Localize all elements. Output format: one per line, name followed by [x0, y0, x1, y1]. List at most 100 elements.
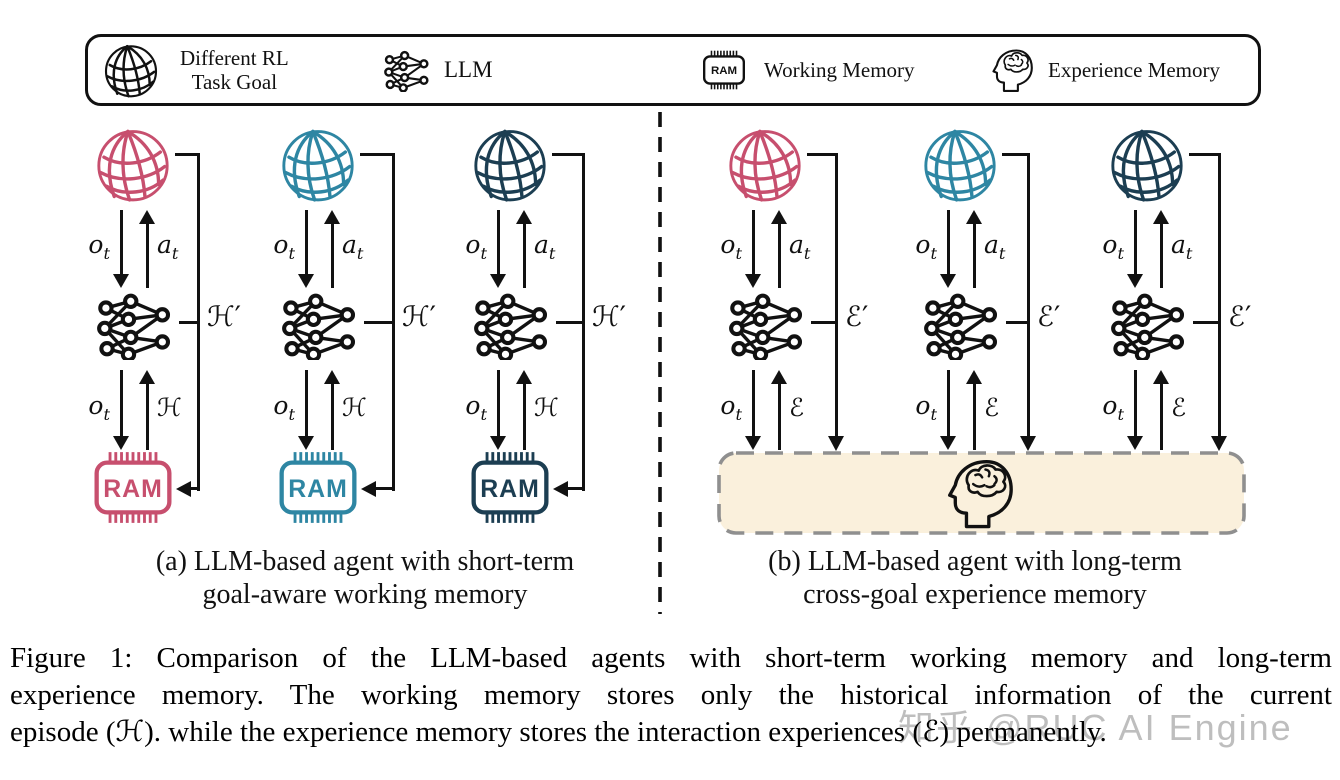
down-arrow	[1127, 210, 1143, 288]
legend-item-task-goal: Different RL Task Goal	[100, 37, 289, 103]
loop-tick	[179, 321, 197, 324]
obs-label: ot	[1102, 229, 1124, 263]
svg-text:RAM: RAM	[711, 65, 737, 77]
loop-tick	[1193, 321, 1218, 324]
loop-line	[566, 487, 585, 490]
loop-arrowhead	[828, 436, 844, 451]
agent-column-b3: ot at ot ℰ	[1072, 118, 1222, 528]
legend-box: Different RL Task Goal LLM RAM Working M…	[85, 34, 1261, 106]
loop-arrowhead	[176, 481, 191, 497]
action-label: at	[534, 229, 556, 263]
loop-arrowhead	[1020, 436, 1036, 451]
obs-label: ot	[88, 390, 110, 424]
loop-tick	[811, 321, 835, 324]
llm-icon	[276, 290, 360, 360]
experience-prime-label: ℰ′	[845, 300, 869, 333]
rl-task-goal-icon	[282, 129, 354, 202]
llm-icon	[468, 290, 552, 360]
agent-column-a1: ot at ot ℋ RAM	[58, 118, 208, 528]
env-agent-arrows: ot at	[690, 210, 840, 288]
up-arrow	[516, 210, 532, 288]
llm-icon	[91, 290, 175, 360]
legend-label-working-memory: Working Memory	[764, 58, 915, 82]
down-arrow	[490, 210, 506, 288]
loop-line	[1218, 153, 1221, 437]
obs-label: ot	[915, 390, 937, 424]
legend-label-experience-memory: Experience Memory	[1048, 58, 1221, 82]
panel-a-caption-line2: goal-aware working memory	[202, 579, 528, 610]
figure-caption-line1: Figure 1: Comparison of the LLM-based ag…	[10, 642, 1332, 674]
up-arrow	[139, 370, 155, 450]
up-arrow	[324, 210, 340, 288]
experience-label: ℰ	[984, 393, 1000, 423]
legend-item-llm: LLM	[382, 37, 493, 103]
loop-tick	[556, 321, 582, 324]
svg-text:RAM: RAM	[103, 475, 162, 503]
up-arrow	[1153, 370, 1169, 450]
loop-line	[360, 153, 395, 156]
loop-arrowhead	[553, 481, 568, 497]
experience-label: ℰ	[789, 393, 805, 423]
history-prime-label: ℋ′	[207, 300, 242, 333]
loop-line	[189, 487, 200, 490]
history-prime-label: ℋ′	[402, 300, 437, 333]
panel-b-caption-line1: (b) LLM-based agent with long-term	[768, 546, 1182, 577]
loop-line	[175, 153, 200, 156]
obs-label: ot	[88, 229, 110, 263]
agent-memory-arrows: ot ℰ	[690, 370, 840, 450]
figure-caption-line2: experience memory. The working memory st…	[10, 679, 1332, 711]
down-arrow	[298, 370, 314, 450]
working-memory-icon: RAM	[466, 452, 554, 523]
panel-divider-dashed-line	[658, 112, 662, 614]
env-agent-arrows: ot at	[1072, 210, 1222, 288]
up-arrow	[966, 210, 982, 288]
obs-label: ot	[915, 229, 937, 263]
ram-chip-icon: RAM	[702, 50, 746, 90]
env-agent-arrows: ot at	[243, 210, 393, 288]
experience-prime-label: ℰ′	[1228, 300, 1252, 333]
globe-icon	[104, 45, 158, 98]
agent-memory-arrows: ot ℰ	[885, 370, 1035, 450]
agent-memory-arrows: ot ℋ	[243, 370, 393, 450]
obs-label: ot	[1102, 390, 1124, 424]
history-prime-label: ℋ′	[592, 300, 627, 333]
agent-memory-arrows: ot ℰ	[1072, 370, 1222, 450]
down-arrow	[745, 370, 761, 450]
env-agent-arrows: ot at	[885, 210, 1035, 288]
loop-line	[1027, 153, 1030, 437]
agent-column-b1: ot at ot ℰ	[690, 118, 840, 528]
loop-tick	[1006, 321, 1027, 324]
loop-arrowhead	[1211, 436, 1227, 451]
env-agent-arrows: ot at	[435, 210, 585, 288]
loop-line	[1189, 153, 1221, 156]
obs-label: ot	[720, 229, 742, 263]
up-arrow	[1153, 210, 1169, 288]
down-arrow	[490, 370, 506, 450]
down-arrow	[940, 210, 956, 288]
action-label: at	[789, 229, 811, 263]
panel-b-caption: (b) LLM-based agent with long-term cross…	[655, 545, 1295, 611]
rl-task-goal-icon	[1111, 129, 1183, 202]
rl-task-goal-icon	[97, 129, 169, 202]
up-arrow	[324, 370, 340, 450]
action-label: at	[984, 229, 1006, 263]
loop-line	[197, 153, 200, 491]
down-arrow	[298, 210, 314, 288]
up-arrow	[139, 210, 155, 288]
action-label: at	[1171, 229, 1193, 263]
down-arrow	[745, 210, 761, 288]
agent-column-b2: ot at ot ℰ	[885, 118, 1035, 528]
obs-label: ot	[465, 229, 487, 263]
history-label: ℋ	[157, 393, 182, 423]
down-arrow	[940, 370, 956, 450]
working-memory-icon: RAM	[274, 452, 362, 523]
loop-line	[807, 153, 838, 156]
obs-label: ot	[465, 390, 487, 424]
agent-memory-arrows: ot ℋ	[435, 370, 585, 450]
obs-label: ot	[273, 229, 295, 263]
loop-line	[552, 153, 585, 156]
agent-column-a2: ot at ot ℋ RAM	[243, 118, 393, 528]
neural-network-icon	[384, 50, 429, 92]
watermark: 知乎 @RUC AI Engine	[898, 707, 1293, 748]
